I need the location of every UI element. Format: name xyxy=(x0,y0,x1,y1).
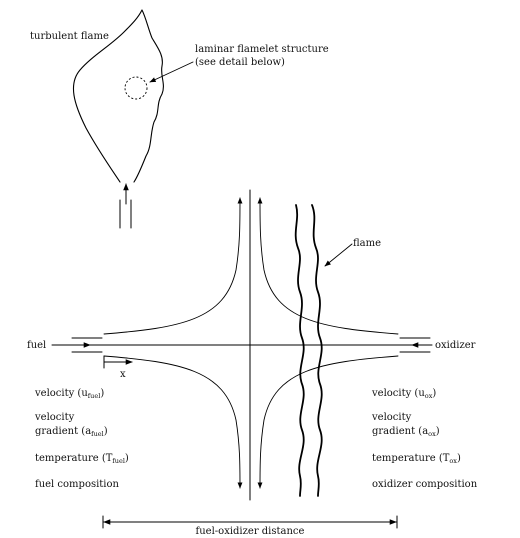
flamelet-detail-circle xyxy=(124,76,148,100)
flame-front-left xyxy=(294,204,305,497)
streamline-upper-right xyxy=(257,197,399,335)
fuel-gradient-line2: gradient (afuel) xyxy=(35,426,108,438)
turbulent-flame-outline xyxy=(73,9,164,183)
label-fuel: fuel xyxy=(27,340,46,351)
ox-composition: oxidizer composition xyxy=(372,479,478,490)
fuel-gradient-line1: velocity xyxy=(34,412,75,423)
streamline-lower-right xyxy=(257,355,399,489)
label-flame: flame xyxy=(353,238,381,249)
streamline-upper-left xyxy=(103,197,243,335)
label-oxidizer: oxidizer xyxy=(435,340,476,351)
label-turbulent-flame: turbulent flame xyxy=(30,31,109,42)
ox-temperature: temperature (Tox) xyxy=(372,453,461,465)
streamline-lower-left xyxy=(103,355,243,489)
ox-velocity: velocity (uox) xyxy=(371,388,436,400)
ox-gradient-line1: velocity xyxy=(371,412,412,423)
label-x: x xyxy=(120,369,126,380)
fuel-temperature: temperature (Tfuel) xyxy=(35,453,129,465)
flame-leader-arrow xyxy=(324,243,353,267)
fuel-composition: fuel composition xyxy=(35,479,120,490)
label-distance: fuel-oxidizer distance xyxy=(196,526,305,537)
flamelet-leader-arrow xyxy=(149,61,194,83)
fuel-velocity: velocity (ufuel) xyxy=(34,388,104,400)
flame-front-right xyxy=(311,204,323,497)
label-laminar-flamelet: laminar flamelet structure xyxy=(195,44,329,55)
ox-gradient-line2: gradient (aox) xyxy=(372,426,440,438)
label-see-detail: (see detail below) xyxy=(195,57,285,68)
